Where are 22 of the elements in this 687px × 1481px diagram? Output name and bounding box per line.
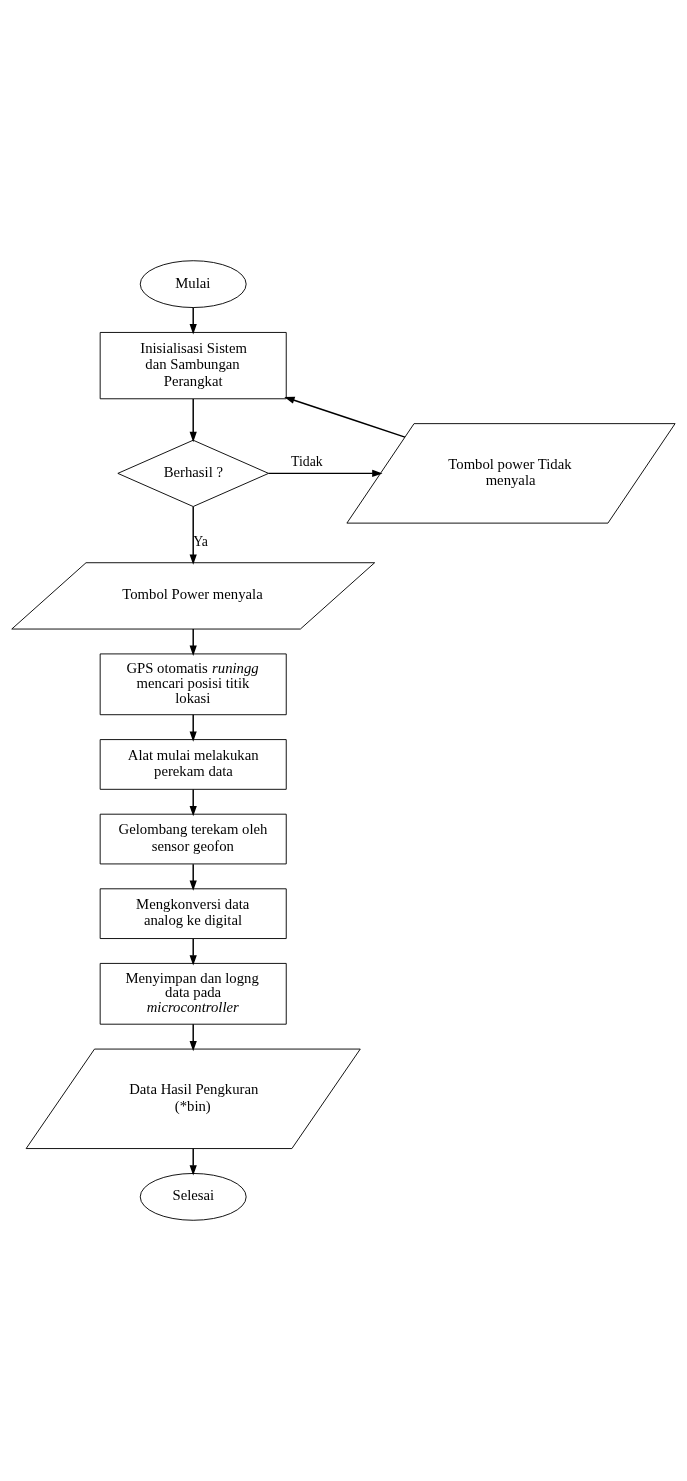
arrow xyxy=(267,469,383,477)
node-box: Inisialisasi Sistem dan Sambungan Perangkat xyxy=(99,332,287,400)
arrow xyxy=(189,505,197,565)
arrow xyxy=(189,628,197,656)
arrow xyxy=(189,398,197,443)
node-box: Alat mulai melakukan perekam data xyxy=(99,739,287,790)
node-box: Menyimpan dan logng data pada microcontroller xyxy=(99,962,287,1025)
node-box: GPS otomatis runingg mencari posisi titik lokasi xyxy=(99,653,287,716)
arrow xyxy=(189,714,197,742)
arrow xyxy=(189,1147,197,1176)
node-diamond: Berhasil ? xyxy=(117,439,269,507)
arrow xyxy=(189,938,197,966)
node-box: Gelombang terekam oleh sensor geofon xyxy=(99,813,287,865)
edge-label: Tidak xyxy=(291,454,323,470)
arrow xyxy=(189,788,197,817)
arrow xyxy=(189,863,197,891)
arrow xyxy=(189,1023,197,1052)
arrow xyxy=(189,306,197,335)
node-ellipse: Mulai xyxy=(139,260,247,308)
node-box: Mengkonversi data analog ke digital xyxy=(99,888,287,939)
arrow xyxy=(284,396,406,438)
node-ellipse: Selesai xyxy=(139,1173,247,1221)
